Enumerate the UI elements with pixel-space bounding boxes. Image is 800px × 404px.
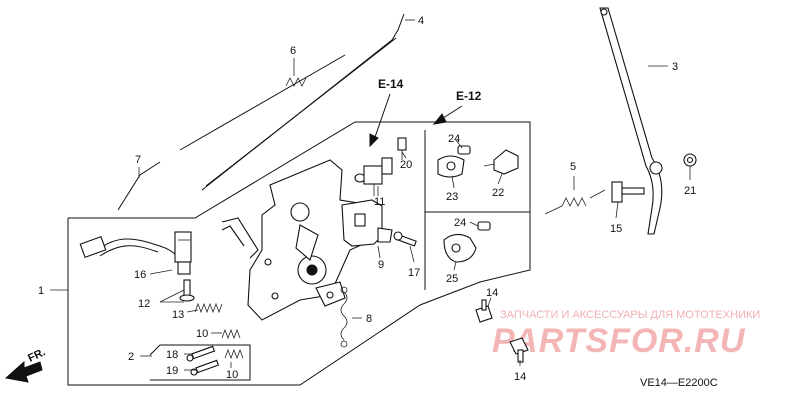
watermark-tagline: ЗАПЧАСТИ И АКСЕССУАРЫ ДЛЯ МОТОТЕХНИКИ (500, 309, 760, 321)
part-14-bolt-upper (475, 299, 493, 323)
leader-lines (50, 19, 691, 371)
callout-12: 12 (138, 298, 150, 310)
part-11-swivel (354, 157, 393, 196)
diagram-code: VE14—E2200C (640, 377, 718, 389)
callout-14-lower: 14 (514, 371, 526, 383)
part-20-screw (397, 137, 407, 160)
part-24-screw-lower (477, 221, 491, 231)
front-direction-arrow: FR. (4, 346, 47, 383)
part-19-bolt (190, 359, 220, 376)
callout-24-upper: 24 (448, 133, 460, 145)
callout-8: 8 (366, 313, 372, 325)
ref-e12-label: E-12 (456, 89, 482, 103)
watermark-brand: PARTSFOR.RU (492, 322, 746, 360)
callout-13: 13 (172, 309, 184, 321)
assembly-outline (67, 121, 531, 386)
callout-9: 9 (378, 259, 384, 271)
fr-arrow-icon (4, 360, 43, 383)
control-bracket (221, 159, 373, 321)
callout-4: 4 (418, 15, 424, 27)
part-6-cable (179, 54, 346, 151)
callouts: 1 2 3 4 5 6 7 8 9 10 10 11 12 13 14 14 1… (38, 15, 696, 383)
callout-6: 6 (290, 45, 296, 57)
callout-10-upper: 10 (196, 328, 208, 340)
part-16-cable (79, 231, 192, 275)
callout-19: 19 (166, 365, 178, 377)
part-13-spring (194, 302, 223, 314)
callout-10-lower: 10 (226, 369, 238, 381)
callout-25: 25 (446, 273, 458, 285)
part-9-bracket (341, 199, 393, 247)
part-5-spring (544, 189, 606, 215)
part-21-nut (683, 153, 697, 167)
callout-17: 17 (408, 267, 420, 279)
part-7-rod (117, 161, 161, 211)
part-3-lever (599, 7, 663, 235)
callout-16: 16 (134, 269, 146, 281)
callout-1: 1 (38, 285, 44, 297)
part-15-bolt (611, 181, 645, 203)
callout-20: 20 (400, 159, 412, 171)
part-4-rod (201, 13, 405, 191)
callout-14-upper: 14 (486, 287, 498, 299)
callout-15: 15 (610, 223, 622, 235)
ref-e14: E-14 (369, 77, 404, 148)
part-17-bolt (393, 231, 417, 247)
callout-7: 7 (135, 154, 141, 166)
part-25-clamp (443, 233, 477, 263)
part-12-pin (179, 279, 195, 302)
callout-18: 18 (166, 349, 178, 361)
callout-11: 11 (374, 196, 385, 208)
part-10-springs (221, 328, 244, 360)
part-23-holder (437, 155, 465, 178)
callout-5: 5 (570, 161, 576, 173)
ref-e12: E-12 (432, 89, 482, 125)
part-8-spring (340, 286, 348, 348)
callout-2: 2 (128, 351, 134, 363)
part-18-bolt (186, 345, 216, 362)
callout-23: 23 (446, 191, 458, 203)
callout-24-lower: 24 (454, 217, 466, 229)
fr-label: FR. (26, 346, 47, 364)
part-14-bolt-lower (509, 337, 529, 363)
ref-e14-label: E-14 (378, 77, 404, 91)
callout-3: 3 (672, 61, 678, 73)
callout-21: 21 (684, 185, 696, 197)
part-22-swivel (483, 149, 519, 175)
callout-22: 22 (492, 187, 504, 199)
watermark: ЗАПЧАСТИ И АКСЕССУАРЫ ДЛЯ МОТОТЕХНИКИ PA… (492, 309, 760, 360)
part-24-screw-upper (457, 145, 471, 155)
